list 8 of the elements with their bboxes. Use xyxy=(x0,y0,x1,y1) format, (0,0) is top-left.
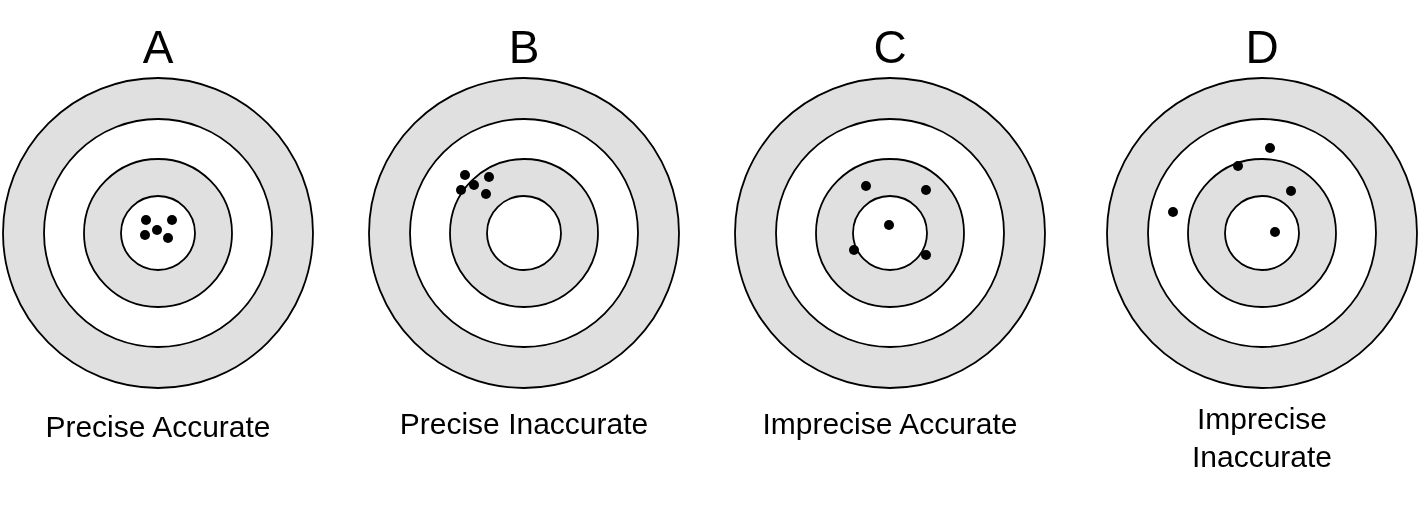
target-letter: C xyxy=(873,22,907,72)
target-caption: Imprecise Accurate xyxy=(762,407,1018,440)
target-letter: B xyxy=(508,22,540,72)
target-letter: A xyxy=(142,22,174,72)
target-caption: Imprecise Inaccurate xyxy=(1191,402,1333,473)
target-letter: D xyxy=(1245,22,1279,72)
target-caption: Precise Inaccurate xyxy=(399,407,649,440)
target-caption: Precise Accurate xyxy=(45,410,271,443)
